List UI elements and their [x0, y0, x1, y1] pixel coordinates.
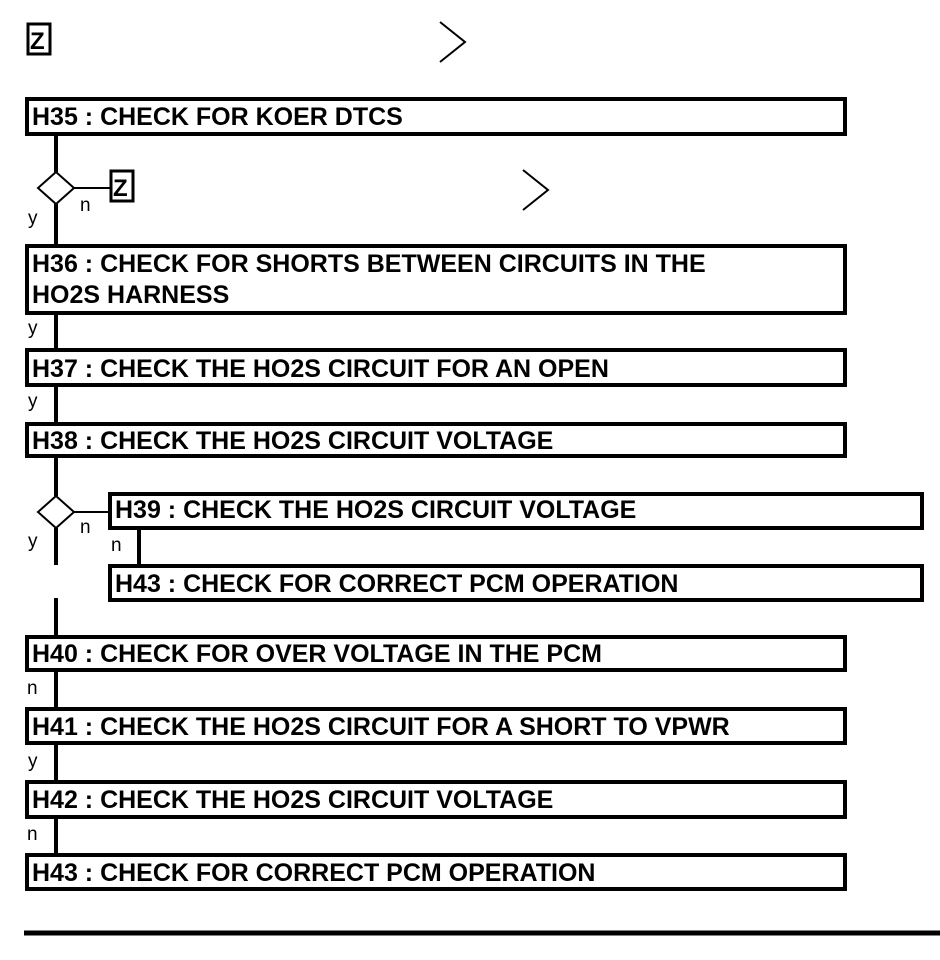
svg-text:H39 : CHECK THE HO2S CIRCUIT V: H39 : CHECK THE HO2S CIRCUIT VOLTAGE — [115, 496, 636, 524]
step-h41[interactable]: H41 : CHECK THE HO2S CIRCUIT FOR A SHORT… — [25, 707, 847, 745]
step-h35[interactable]: H35 : CHECK FOR KOER DTCS — [25, 97, 847, 136]
step-h39[interactable]: H39 : CHECK THE HO2S CIRCUIT VOLTAGE — [108, 492, 924, 530]
no-label: n — [27, 678, 38, 699]
svg-text:H35 : CHECK FOR KOER DTCS: H35 : CHECK FOR KOER DTCS — [32, 103, 403, 131]
chevron-right-icon[interactable] — [522, 169, 550, 211]
z-glyph: Z — [30, 28, 45, 55]
step-h43[interactable]: H43 : CHECK FOR CORRECT PCM OPERATION — [25, 853, 847, 891]
yes-label: y — [28, 208, 38, 229]
no-label: n — [80, 195, 91, 216]
svg-text:HO2S HARNESS: HO2S HARNESS — [32, 281, 229, 309]
svg-text:H43 : CHECK FOR CORRECT PCM OP: H43 : CHECK FOR CORRECT PCM OPERATION — [115, 570, 678, 598]
step-h38[interactable]: H38 : CHECK THE HO2S CIRCUIT VOLTAGE — [25, 422, 847, 458]
yes-label: y — [28, 391, 38, 412]
decision-diamond — [36, 170, 76, 206]
z-glyph: Z — [113, 175, 128, 202]
svg-text:H41 : CHECK THE HO2S CIRCUIT F: H41 : CHECK THE HO2S CIRCUIT FOR A SHORT… — [32, 713, 730, 741]
svg-text:H43 : CHECK FOR CORRECT PCM OP: H43 : CHECK FOR CORRECT PCM OPERATION — [32, 859, 595, 887]
svg-text:H42 : CHECK THE HO2S CIRCUIT V: H42 : CHECK THE HO2S CIRCUIT VOLTAGE — [32, 786, 553, 814]
chevron-right-icon[interactable] — [439, 21, 467, 63]
step-h37[interactable]: H37 : CHECK THE HO2S CIRCUIT FOR AN OPEN — [25, 348, 847, 387]
yes-label: y — [28, 318, 38, 339]
svg-text:H36 : CHECK FOR SHORTS BETWEEN: H36 : CHECK FOR SHORTS BETWEEN CIRCUITS … — [32, 250, 706, 278]
svg-text:H38 : CHECK THE HO2S CIRCUIT V: H38 : CHECK THE HO2S CIRCUIT VOLTAGE — [32, 427, 553, 455]
decision-diamond — [36, 494, 76, 530]
step-h36[interactable]: H36 : CHECK FOR SHORTS BETWEEN CIRCUITS … — [25, 244, 847, 315]
step-h40[interactable]: H40 : CHECK FOR OVER VOLTAGE IN THE PCM — [25, 635, 847, 672]
svg-text:H37 : CHECK THE HO2S CIRCUIT F: H37 : CHECK THE HO2S CIRCUIT FOR AN OPEN — [32, 355, 609, 383]
no-label: n — [111, 535, 122, 556]
link-marker-top[interactable]: Z — [26, 22, 52, 56]
step-h42[interactable]: H42 : CHECK THE HO2S CIRCUIT VOLTAGE — [25, 780, 847, 819]
link-marker[interactable]: Z — [109, 169, 135, 203]
no-label: n — [80, 517, 91, 538]
yes-label: y — [28, 751, 38, 772]
svg-text:H40 : CHECK FOR OVER VOLTAGE I: H40 : CHECK FOR OVER VOLTAGE IN THE PCM — [32, 640, 602, 668]
no-label: n — [27, 824, 38, 845]
step-h43-branch[interactable]: H43 : CHECK FOR CORRECT PCM OPERATION — [108, 564, 924, 602]
yes-label: y — [28, 531, 38, 552]
